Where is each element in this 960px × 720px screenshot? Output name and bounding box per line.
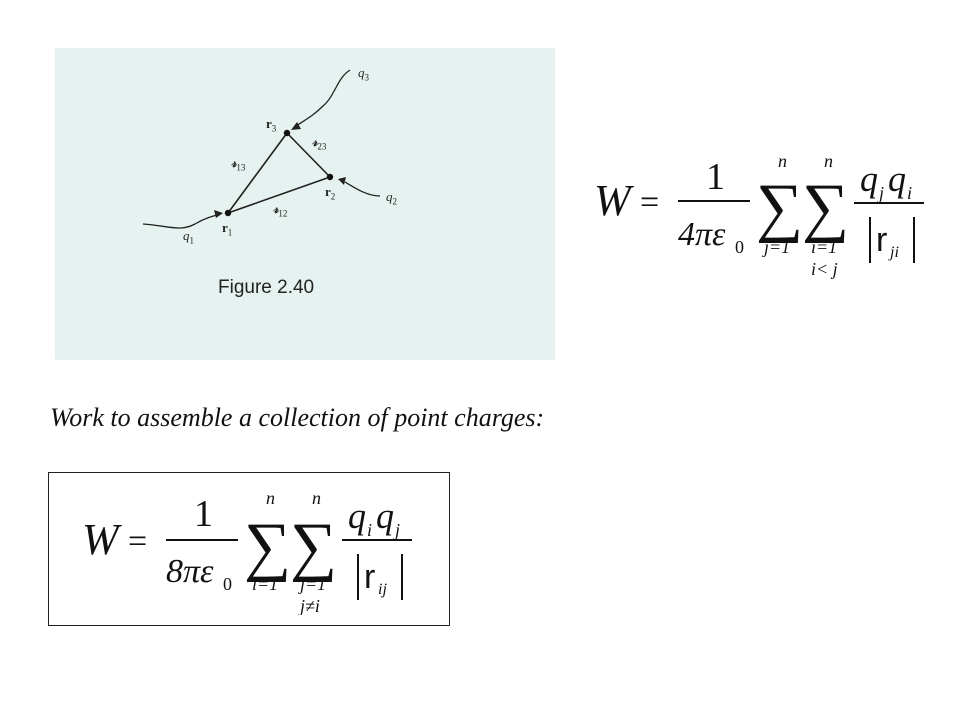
eq-top-frac-den-sub: ji — [888, 244, 899, 261]
equation-top: W = 1 4πε 0 n ∑ j=1 n ∑ i=1 i< j q j q i… — [594, 155, 924, 279]
eq-bottom-frac-num-q2: q — [376, 496, 394, 536]
label-q1: q1 — [183, 228, 194, 246]
eq-top-frac-num-sub1: j — [877, 183, 884, 203]
caption-text: Work to assemble a collection of point c… — [50, 403, 545, 432]
eq-bottom-frac-den-sub: ij — [378, 581, 387, 598]
eq-bottom-frac-num-q1: q — [348, 496, 366, 536]
figure-caption: Figure 2.40 — [218, 277, 315, 298]
label-q3: q3 — [358, 65, 369, 83]
eq-bottom-sum1-sigma: ∑ — [244, 510, 291, 583]
label-r1: r1 — [222, 220, 233, 238]
label-q2: q2 — [386, 189, 397, 207]
eq-top-numerator: 1 — [706, 156, 725, 198]
eq-top-sum1-sigma: ∑ — [756, 171, 803, 244]
eq-top-sum2-upper: n — [824, 155, 833, 171]
eq-bottom-denominator: 8πε — [166, 553, 214, 590]
eq-bottom-sum2-lower: j=1 — [298, 574, 326, 594]
eq-top-denominator-sub: 0 — [735, 237, 744, 257]
label-r3: r3 — [266, 116, 277, 134]
label-r2: r2 — [325, 184, 336, 202]
edge-r1-r3 — [227, 132, 288, 214]
arrow-q1 — [214, 210, 223, 218]
edge-r3-r2 — [286, 132, 331, 178]
path-q2 — [344, 181, 381, 197]
eq-bottom-equals: = — [128, 523, 147, 560]
eq-bottom-frac-den: r — [364, 558, 375, 596]
label-s23: 𝓇23 — [312, 134, 327, 152]
eq-bottom-sum1-upper: n — [266, 490, 275, 508]
arrow-q2 — [338, 177, 346, 185]
label-s12: 𝓇12 — [273, 201, 288, 219]
eq-bottom-frac-num-sub2: j — [393, 520, 400, 540]
eq-top-sum1-lower: j=1 — [762, 237, 790, 257]
eq-top-denominator: 4πε — [678, 216, 726, 253]
eq-bottom-sum2-upper: n — [312, 490, 321, 508]
equation-bottom-box — [48, 472, 450, 626]
eq-top-equals: = — [640, 184, 659, 221]
label-s13: 𝓇13 — [231, 155, 246, 173]
path-q3 — [295, 69, 351, 127]
figure-panel: q1 r1 r2 q2 r3 q3 𝓇23 𝓇13 𝓇12 Figure 2.4… — [55, 48, 555, 360]
figure-diagram — [142, 69, 381, 229]
eq-bottom-sum2-condition: j≠i — [298, 596, 320, 615]
point-r2 — [326, 173, 334, 181]
eq-top-frac-num-q1: q — [860, 159, 878, 199]
path-q1 — [142, 213, 222, 229]
eq-top-sum1-upper: n — [778, 155, 787, 171]
eq-top-sum2-lower: i=1 — [811, 237, 837, 257]
eq-top-sum2-sigma: ∑ — [802, 171, 849, 244]
eq-bottom-sum2-sigma: ∑ — [290, 510, 337, 583]
eq-top-lhs: W — [594, 176, 634, 225]
point-r1 — [224, 209, 232, 217]
edge-r1-r2 — [227, 176, 331, 214]
eq-bottom-denominator-sub: 0 — [223, 574, 232, 594]
eq-top-frac-den: r — [876, 221, 887, 259]
eq-bottom-sum1-lower: i=1 — [252, 574, 278, 594]
equation-bottom: W = 1 8πε 0 n ∑ i=1 n ∑ j=1 j≠i q i q j … — [82, 490, 412, 615]
eq-top-frac-num-sub2: i — [907, 183, 912, 203]
eq-top-frac-num-q2: q — [888, 159, 906, 199]
point-r3 — [283, 129, 291, 137]
eq-top-sum2-condition: i< j — [811, 259, 838, 279]
eq-bottom-numerator: 1 — [194, 493, 213, 535]
eq-bottom-lhs: W — [82, 515, 122, 564]
arrow-q3 — [291, 122, 301, 130]
eq-bottom-frac-num-sub1: i — [367, 520, 372, 540]
